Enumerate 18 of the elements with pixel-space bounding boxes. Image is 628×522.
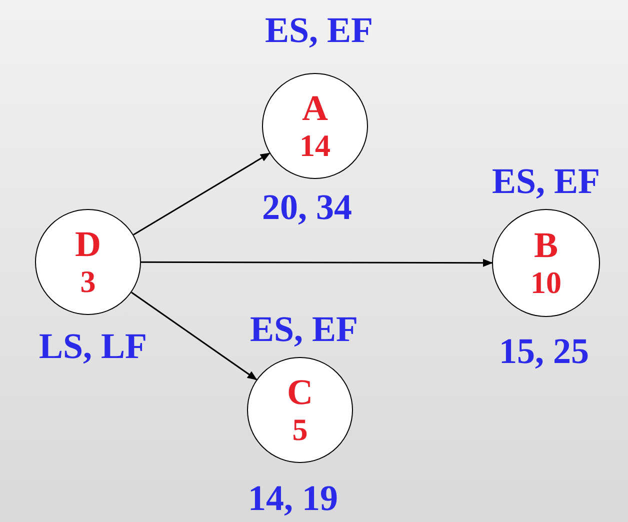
activity-name: B (534, 225, 558, 265)
time-label: LS, LF (38, 326, 148, 366)
activity-name: C (287, 372, 313, 412)
time-label: ES, EF (264, 10, 374, 50)
arrow (133, 152, 270, 236)
arrow (141, 258, 493, 267)
time-label: 15, 25 (499, 331, 589, 371)
arrow (131, 292, 258, 380)
time-label: ES, EF (492, 161, 600, 201)
activity-duration: 10 (530, 265, 562, 301)
activity-duration: 14 (300, 128, 330, 164)
time-label: 14, 19 (248, 478, 338, 518)
time-label: ES, EF (250, 309, 358, 349)
time-label: 20, 34 (262, 187, 352, 227)
activity-duration: 5 (292, 412, 308, 448)
activity-duration: 3 (80, 264, 96, 300)
activity-name: D (75, 224, 101, 264)
activity-name: A (302, 88, 328, 128)
